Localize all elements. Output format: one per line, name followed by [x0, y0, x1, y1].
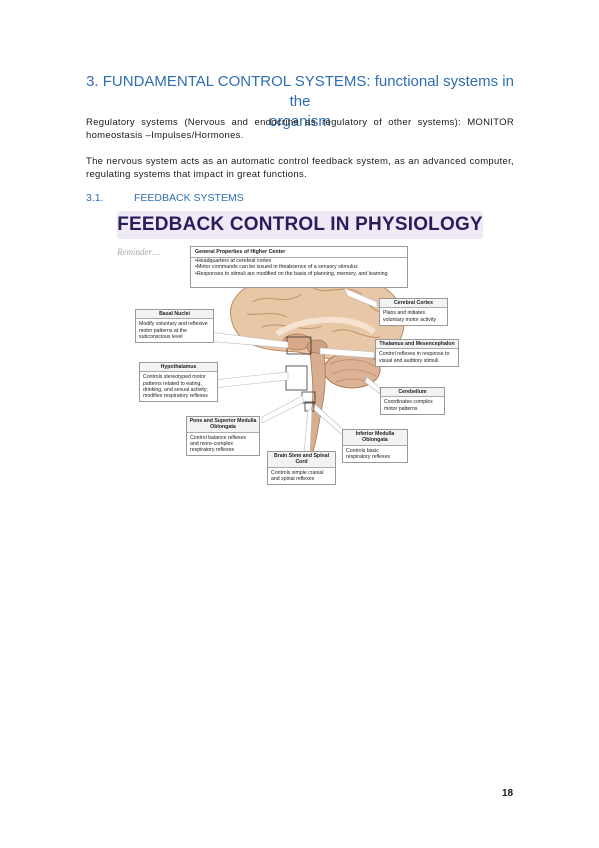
hypothalamus-box: Hypothalamus Controls stereotyped motor … — [139, 362, 218, 403]
box-body: Coordinates complex motor patterns — [384, 399, 433, 412]
box-body: Control reflexes in response to visual a… — [379, 351, 450, 364]
paragraph-regulatory: Regulatory systems (Nervous and endocrin… — [86, 117, 514, 141]
subsection-title: FEEDBACK SYSTEMS — [134, 192, 244, 204]
section-heading: 3. FUNDAMENTAL CONTROL SYSTEMS: function… — [80, 72, 520, 132]
subsection-heading: 3.1. FEEDBACK SYSTEMS — [86, 192, 244, 204]
box-title: Inferior Medulla Oblongata — [343, 430, 407, 446]
callout-thalamus — [319, 347, 375, 359]
cerebral-cortex-box: Cerebral Cortex Plans and initiates volu… — [379, 298, 448, 326]
callout-cortex — [343, 287, 378, 309]
general-properties-item: •Motor commands can be issued in theabse… — [195, 264, 358, 271]
box-body: Modify voluntary and reflexive motor pat… — [139, 321, 208, 340]
figure-banner: FEEDBACK CONTROL IN PHYSIOLOGY — [117, 211, 483, 239]
subsection-number: 3.1. — [86, 192, 104, 204]
box-title: Brain Stem and Spinal Cord — [268, 452, 335, 468]
callout-pons — [261, 395, 305, 424]
general-properties-item: •Responses to stimuli are modified on th… — [195, 270, 388, 277]
spinal-cord-box: Brain Stem and Spinal Cord Controls simp… — [267, 451, 336, 486]
reminder-label: Reminder… — [117, 247, 160, 257]
inferior-medulla-box: Inferior Medulla Oblongata Controls basi… — [342, 429, 408, 464]
section-heading-line2: organism — [269, 113, 331, 130]
page-number: 18 — [502, 788, 514, 799]
box-title: Pons and Superior Medulla Oblongata — [187, 417, 259, 433]
box-body: Control balance reflexes and more-comple… — [190, 434, 246, 454]
general-properties-title: General Properties of Higher Center — [191, 247, 407, 259]
general-properties-box: General Properties of Higher Center •Hea… — [190, 246, 408, 288]
section-heading-line1: 3. FUNDAMENTAL CONTROL SYSTEMS: function… — [86, 73, 514, 110]
box-body: Controls simple cranial and spinal refle… — [271, 469, 324, 482]
box-body: Controls basic respiratory reflexes — [346, 447, 391, 460]
box-body: Controls stereotyped motor patterns rela… — [143, 374, 208, 400]
corpus-callosum — [275, 316, 376, 337]
general-properties-item: •Headquarters at cerebral cortex — [195, 258, 272, 265]
paragraph-nervous-system: The nervous system acts as an automatic … — [86, 156, 514, 180]
box-body: Plans and initiates voluntary motor acti… — [383, 310, 437, 323]
thalamus-box: Thalamus and Mesencephalon Control refle… — [375, 339, 459, 367]
box-title: Hypothalamus — [140, 363, 217, 373]
cerebellum-box: Cerebellum Coordinates complex motor pat… — [380, 387, 445, 415]
box-title: Cerebral Cortex — [380, 299, 447, 309]
box-title: Thalamus and Mesencephalon — [376, 340, 458, 350]
box-title: Basal Nuclei — [136, 310, 213, 320]
brain-illustration — [193, 271, 405, 468]
pons-box: Pons and Superior Medulla Oblongata Cont… — [186, 416, 260, 457]
box-title: Cerebellum — [381, 388, 444, 398]
basal-nuclei-box: Basal Nuclei Modify voluntary and reflex… — [135, 309, 214, 344]
